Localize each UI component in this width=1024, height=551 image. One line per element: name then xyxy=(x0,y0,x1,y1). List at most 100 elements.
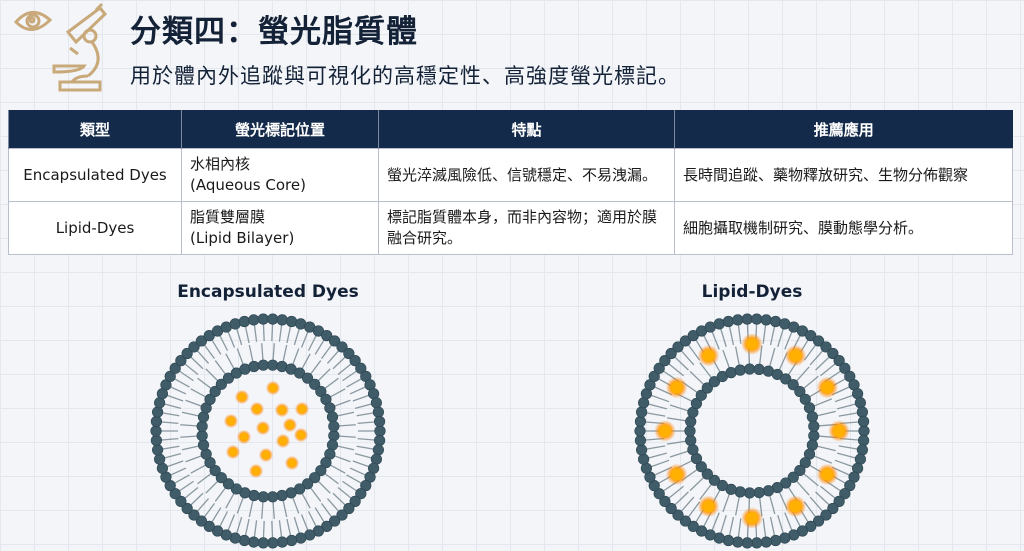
lipid-head xyxy=(372,444,384,456)
lipid-head xyxy=(762,485,775,497)
lipid-tail xyxy=(834,459,855,468)
lipid-tail xyxy=(836,452,857,459)
lipid-tail xyxy=(669,450,690,458)
lipid-head xyxy=(760,314,772,326)
lipid-head xyxy=(690,397,703,410)
lipid-tail xyxy=(728,516,735,537)
lipid-tail xyxy=(699,483,713,500)
lipid-head xyxy=(150,434,163,447)
lipid-head xyxy=(708,376,721,388)
lipid-tail xyxy=(317,368,331,382)
fluorescent-dye xyxy=(298,405,306,413)
lipid-tail xyxy=(286,325,292,344)
lipid-tail xyxy=(812,398,833,407)
lipid-head xyxy=(780,373,792,385)
lipid-tail xyxy=(680,496,695,513)
lipid-tail xyxy=(687,501,701,519)
lipid-head xyxy=(181,347,193,360)
lipid-head xyxy=(301,372,314,384)
lipid-tail xyxy=(326,498,340,513)
lipid-tail xyxy=(722,349,731,370)
page-subtitle: 用於體內外追蹤與可視化的高穩定性、高強度螢光標記。 xyxy=(130,64,680,88)
lipid-head xyxy=(169,488,181,500)
fluorescent-dye xyxy=(238,393,246,401)
location-en: (Lipid Bilayer) xyxy=(190,229,295,247)
lipid-head xyxy=(857,415,870,428)
lipid-tail xyxy=(336,445,355,451)
lipid-head xyxy=(827,502,839,515)
lipid-tail xyxy=(314,338,326,355)
lipid-tail xyxy=(649,459,670,468)
lipid-head xyxy=(805,330,817,342)
lipid-tail xyxy=(248,344,254,363)
fluorescent-dye xyxy=(259,424,267,432)
lipid-head xyxy=(716,479,728,492)
lipid-tail xyxy=(666,417,687,422)
lipid-tail xyxy=(834,394,855,403)
lipid-tail xyxy=(815,355,831,371)
lipid-tail xyxy=(227,330,236,348)
lipid-head xyxy=(839,488,851,500)
lipid-tail xyxy=(719,514,727,535)
lipid-head xyxy=(196,420,208,432)
lipid-head xyxy=(687,444,699,456)
lipid-tail xyxy=(337,487,353,500)
lipid-head xyxy=(152,406,164,418)
lipid-tail xyxy=(795,366,810,383)
lipid-head xyxy=(787,471,799,483)
lipid-tail xyxy=(160,421,179,425)
fluorescent-dye xyxy=(229,448,237,456)
lipid-tail xyxy=(711,330,720,350)
lipid-tail xyxy=(769,325,776,346)
lipid-head xyxy=(257,491,269,503)
lipid-tail xyxy=(185,454,203,463)
lipid-head xyxy=(328,515,341,527)
lipid-head xyxy=(812,515,825,527)
lipid-head xyxy=(309,378,321,390)
lipid-tail xyxy=(205,368,219,382)
lipid-tail xyxy=(236,348,245,366)
fluorescent-dye xyxy=(702,349,715,362)
lipid-tail xyxy=(803,501,817,519)
lipid-head xyxy=(808,430,820,442)
lipid-tail xyxy=(802,472,819,487)
lipid-tail xyxy=(329,463,346,474)
lipid-head xyxy=(164,370,176,382)
lipid-tail xyxy=(307,334,318,351)
lipid-tail xyxy=(300,330,309,348)
lipid-head xyxy=(751,537,763,549)
lipid-head xyxy=(787,379,799,391)
lipid-tail xyxy=(349,467,367,477)
lipid-head xyxy=(150,425,162,437)
lipid-head xyxy=(665,502,677,515)
lipid-head xyxy=(320,457,332,469)
location-zh: 脂質雙層膜 xyxy=(190,208,266,226)
lipid-head xyxy=(701,382,713,394)
lipid-head xyxy=(679,515,692,527)
lipid-head xyxy=(203,520,215,532)
lipid-tail xyxy=(218,334,229,351)
cell-features: 螢光淬滅風險低、信號穩定、不易洩漏。 xyxy=(378,148,675,202)
lipid-tail xyxy=(225,492,236,509)
lipid-tail xyxy=(689,476,705,492)
lipid-tail xyxy=(352,394,371,402)
lipid-head xyxy=(370,397,382,409)
lipid-tail xyxy=(286,518,292,537)
lipid-tail xyxy=(300,492,311,509)
lipid-head xyxy=(856,444,868,456)
cell-features: 標記脂質體本身，而非內容物；適用於膜融合研究。 xyxy=(378,201,675,255)
lipid-tail xyxy=(342,369,358,382)
lipid-head xyxy=(695,389,707,401)
fluorescent-dye xyxy=(670,381,683,394)
fluorescent-dye xyxy=(659,425,671,437)
lipid-tail xyxy=(769,516,776,537)
lipid-head xyxy=(636,406,648,418)
lipid-head xyxy=(248,314,260,326)
lipid-head xyxy=(684,425,696,437)
lipid-head xyxy=(648,370,660,382)
lipid-tail xyxy=(282,344,288,363)
fluorescent-dye xyxy=(746,512,758,524)
fluorescent-dye xyxy=(286,421,294,429)
lipid-tail xyxy=(253,520,258,539)
lipid-tail xyxy=(197,377,213,390)
